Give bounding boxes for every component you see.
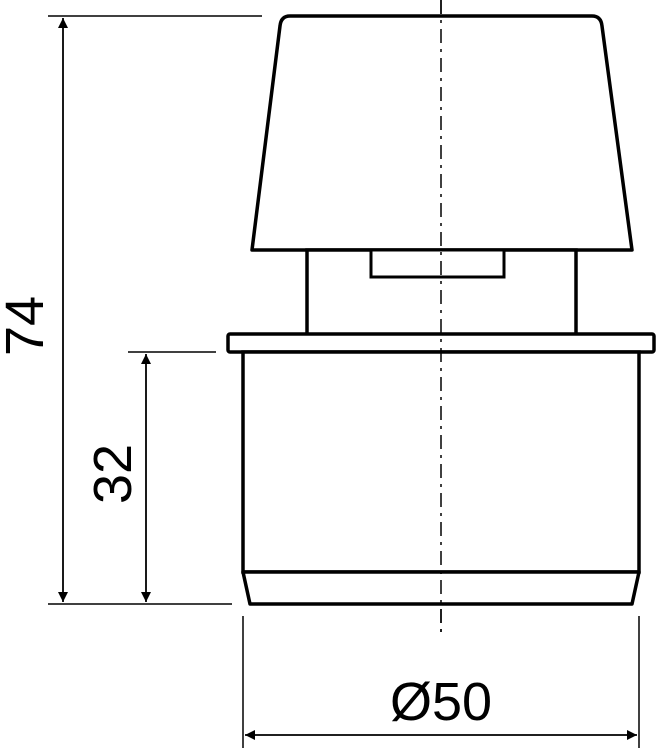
socket-height-label: 32: [83, 444, 143, 504]
cap-body: [250, 14, 634, 252]
overall-height-label: 74: [0, 296, 55, 356]
valve-slot: [369, 248, 506, 279]
diameter-label: Ø50: [390, 672, 492, 732]
